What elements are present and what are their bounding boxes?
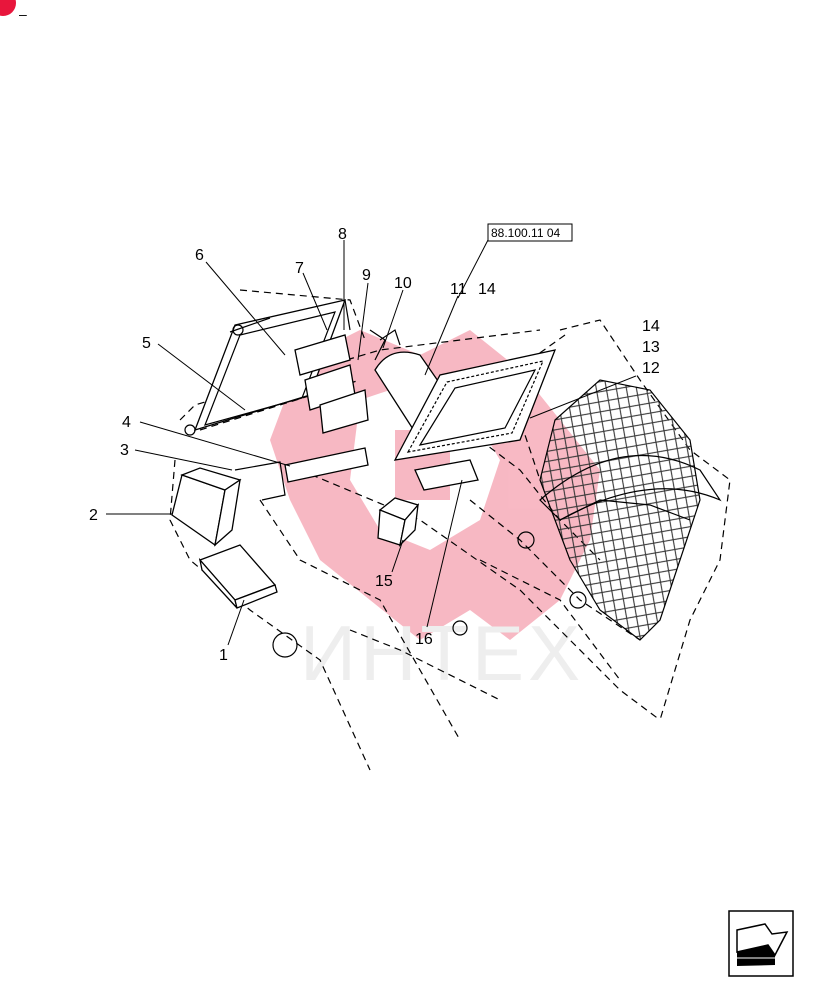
part-16-plate bbox=[414, 459, 479, 491]
next-page-arrow-icon[interactable] bbox=[736, 923, 789, 966]
part-4-bar bbox=[234, 447, 369, 501]
callout-2: 2 bbox=[89, 507, 98, 524]
callout-1: 1 bbox=[219, 647, 228, 664]
part-7-8-9-brackets bbox=[294, 299, 386, 434]
callout-labels: 1 2 3 4 5 6 7 8 9 10 11 14 14 13 12 15 1… bbox=[89, 226, 660, 664]
callout-16: 16 bbox=[415, 631, 433, 648]
callout-14-top: 14 bbox=[478, 281, 496, 298]
corner-badge bbox=[0, 0, 16, 16]
watermark-text: ИНТЕХ bbox=[300, 609, 584, 697]
callout-15: 15 bbox=[375, 573, 393, 590]
callout-4: 4 bbox=[122, 414, 131, 431]
callout-13: 13 bbox=[642, 339, 660, 356]
callout-3: 3 bbox=[120, 442, 129, 459]
part-15-block bbox=[377, 497, 420, 547]
callout-5: 5 bbox=[142, 335, 151, 352]
corner-mark: – bbox=[19, 6, 27, 22]
callout-14-right: 14 bbox=[642, 318, 660, 335]
next-page-button[interactable] bbox=[728, 910, 794, 977]
callout-9: 9 bbox=[362, 267, 371, 284]
callout-7: 7 bbox=[295, 260, 304, 277]
part-5-6-panel bbox=[193, 299, 347, 432]
part-2-module bbox=[171, 467, 242, 547]
callout-11: 11 bbox=[450, 281, 467, 298]
reference-link[interactable]: 88.100.11 04 bbox=[487, 223, 573, 242]
callout-6: 6 bbox=[195, 247, 204, 264]
radiator-grille bbox=[539, 379, 722, 641]
reference-box-label[interactable]: 88.100.11 04 bbox=[491, 226, 561, 240]
part-1-module bbox=[198, 544, 278, 609]
part-12-13-14-gasket bbox=[393, 349, 557, 461]
callout-12: 12 bbox=[642, 360, 660, 377]
callout-10: 10 bbox=[394, 275, 412, 292]
leader-lines bbox=[106, 239, 637, 646]
callout-8: 8 bbox=[338, 226, 347, 243]
